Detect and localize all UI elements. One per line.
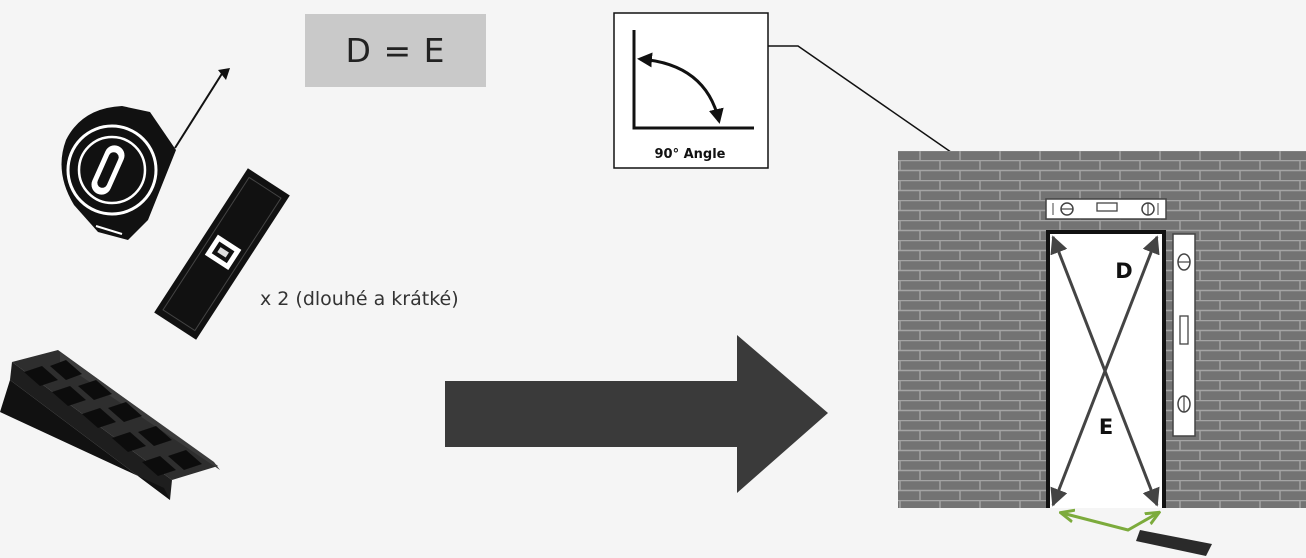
angle-label: 90° Angle — [654, 147, 725, 162]
diagonal-label-e: E — [1099, 415, 1113, 439]
quantity-note: x 2 (dlouhé a krátké) — [260, 288, 459, 310]
right-arrow-icon — [445, 335, 828, 493]
side-spirit-level — [1172, 233, 1196, 437]
right-angle-icon: 90° Angle — [613, 12, 769, 169]
tape-measure-icon — [61, 68, 230, 240]
wedge-shims-icon — [0, 350, 220, 500]
top-spirit-level — [1045, 198, 1167, 220]
spirit-level-icon — [154, 168, 290, 340]
diagonal-label-d: D — [1115, 259, 1132, 283]
bottom-adjustment-arrows — [1062, 513, 1212, 556]
formula-box: D = E — [305, 14, 486, 87]
diagonal-measurements: D E — [1050, 235, 1160, 507]
